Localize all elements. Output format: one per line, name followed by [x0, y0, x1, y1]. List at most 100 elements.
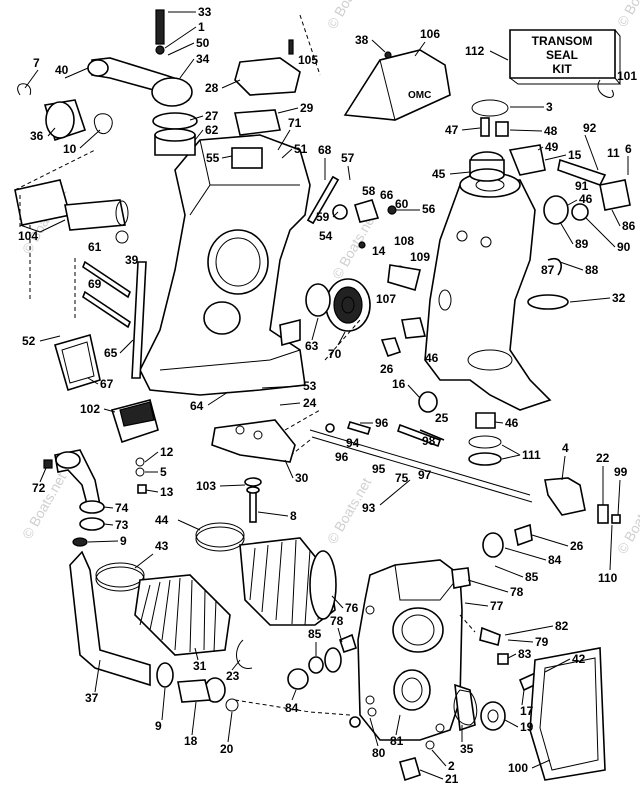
callout-38: 38	[355, 33, 369, 47]
watermarks: © Boats.net © Boats.net © Boats.net © Bo…	[19, 0, 640, 557]
callout-52: 52	[22, 334, 36, 348]
callout-35: 35	[460, 742, 474, 756]
kit-label-line3: KIT	[552, 62, 572, 76]
callout-39: 39	[125, 253, 139, 267]
callout-56: 56	[422, 202, 436, 216]
callout-77: 77	[490, 599, 504, 613]
callout-18: 18	[184, 734, 198, 748]
callout-1: 1	[198, 20, 205, 34]
callout-26b: 26	[570, 539, 584, 553]
callout-107: 107	[376, 292, 396, 306]
callout-42: 42	[572, 652, 586, 666]
callout-59: 59	[316, 210, 330, 224]
callout-9b: 9	[155, 719, 162, 733]
callout-82: 82	[555, 619, 569, 633]
callout-96b: 96	[335, 450, 349, 464]
callout-90: 90	[617, 240, 631, 254]
top-cover: OMC	[343, 49, 451, 121]
callout-88: 88	[585, 263, 599, 277]
callout-105: 105	[298, 53, 318, 67]
swivel-housing	[424, 172, 552, 411]
callout-47: 47	[445, 123, 459, 137]
callouts: 33 1 50 34 28 105 38 106 112 7 40 36 10 …	[18, 5, 637, 786]
callout-63: 63	[305, 339, 319, 353]
exhaust-tube	[14, 149, 129, 244]
dashed-guides	[19, 14, 476, 716]
callout-87: 87	[541, 263, 555, 277]
callout-28: 28	[205, 81, 219, 95]
callout-30: 30	[295, 471, 309, 485]
gimbal-parts	[87, 9, 301, 156]
callout-54: 54	[319, 229, 333, 243]
kit-label-line2: SEAL	[546, 48, 578, 62]
callout-81: 81	[390, 734, 404, 748]
callout-98: 98	[422, 434, 436, 448]
cable-tube	[131, 261, 147, 379]
callout-85a: 85	[525, 570, 539, 584]
callout-48: 48	[544, 124, 558, 138]
callout-89: 89	[575, 237, 589, 251]
callout-13: 13	[160, 485, 174, 499]
callout-86: 86	[622, 219, 636, 233]
gearcase-parts	[287, 523, 546, 782]
bell-housing	[139, 134, 311, 396]
callout-73: 73	[115, 518, 129, 532]
hose-clamps	[95, 522, 245, 592]
callout-94: 94	[346, 436, 360, 450]
callout-49: 49	[545, 140, 559, 154]
left-mid-parts	[43, 399, 159, 547]
callout-6: 6	[625, 142, 632, 156]
callout-45: 45	[432, 167, 446, 181]
callout-75: 75	[395, 471, 409, 485]
callout-74: 74	[115, 501, 129, 515]
callout-22: 22	[596, 451, 610, 465]
gasket-100	[529, 647, 606, 781]
callout-44: 44	[155, 513, 169, 527]
callout-46b: 46	[425, 351, 439, 365]
callout-97: 97	[418, 468, 432, 482]
callout-109: 109	[410, 250, 430, 264]
callout-8: 8	[290, 509, 297, 523]
callout-46a: 46	[579, 192, 593, 206]
callout-66: 66	[380, 188, 394, 202]
callout-33: 33	[198, 5, 212, 19]
exhaust-bellows	[134, 537, 337, 669]
callout-85b: 85	[308, 627, 322, 641]
callout-95: 95	[372, 462, 386, 476]
callout-71: 71	[288, 116, 302, 130]
callout-24: 24	[303, 396, 317, 410]
svg-text:OMC: OMC	[408, 90, 431, 101]
callout-78a: 78	[510, 585, 524, 599]
callout-92: 92	[583, 121, 597, 135]
callout-3: 3	[546, 100, 553, 114]
callout-37: 37	[85, 691, 99, 705]
callout-20: 20	[220, 742, 234, 756]
water-hose	[69, 550, 239, 712]
callout-101: 101	[617, 69, 637, 83]
callout-108: 108	[394, 234, 414, 248]
callout-15: 15	[568, 148, 582, 162]
watermark-text: © Boats.net	[614, 0, 640, 30]
callout-68: 68	[318, 143, 332, 157]
callout-80: 80	[372, 746, 386, 760]
callout-84a: 84	[548, 553, 562, 567]
callout-26a: 26	[380, 362, 394, 376]
callout-46c: 46	[505, 416, 519, 430]
callout-14: 14	[372, 244, 386, 258]
o-ring-35	[453, 689, 478, 726]
callout-53: 53	[303, 379, 317, 393]
watermark-text: © Boats.net	[324, 0, 375, 32]
callout-93: 93	[362, 501, 376, 515]
callout-17: 17	[520, 704, 534, 718]
callout-7: 7	[33, 56, 40, 70]
callout-83: 83	[518, 647, 532, 661]
callout-9a: 9	[120, 534, 127, 548]
upper-right-parts	[469, 79, 631, 310]
callout-65: 65	[104, 346, 118, 360]
callout-19: 19	[520, 720, 534, 734]
callout-64: 64	[190, 399, 204, 413]
bracket-30	[211, 419, 296, 463]
exhaust-bellows-small	[17, 83, 113, 142]
callout-106: 106	[420, 27, 440, 41]
callout-72: 72	[32, 481, 46, 495]
